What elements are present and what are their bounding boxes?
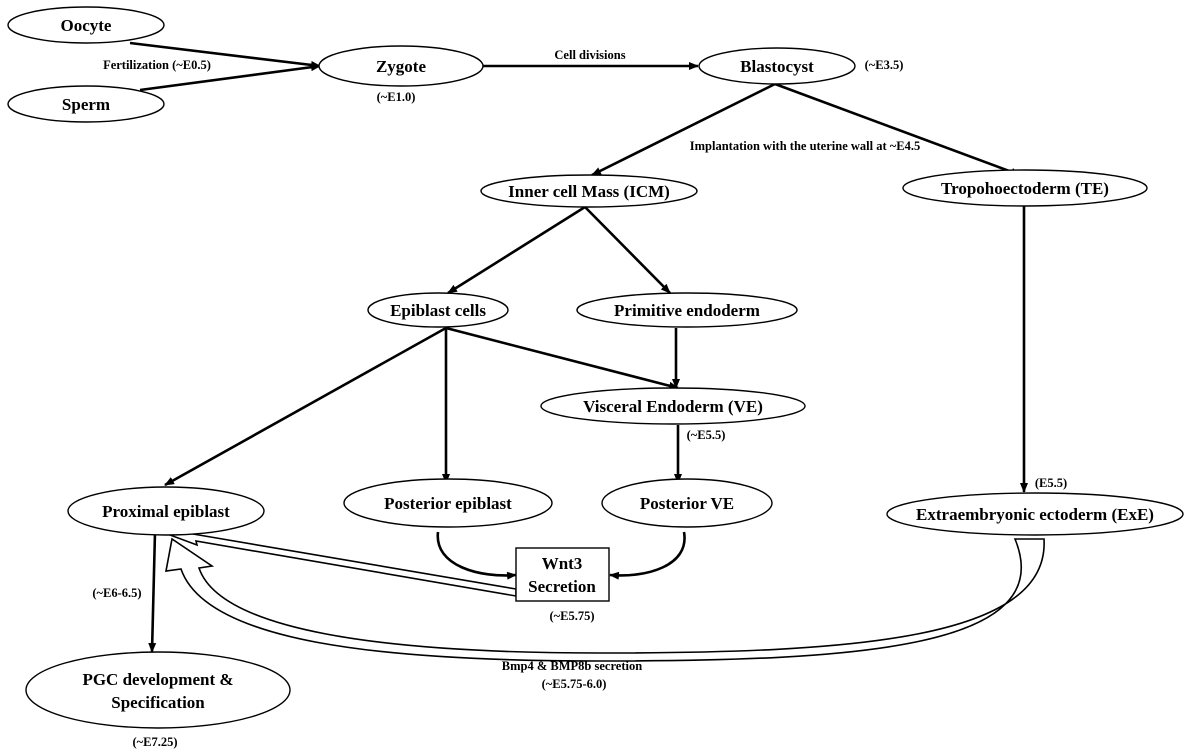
node-exe: Extraembryonic ectoderm (ExE) bbox=[886, 492, 1184, 536]
stage-zygote: (~E1.0) bbox=[377, 90, 416, 104]
edge-posterior-epiblast-wnt3 bbox=[436, 531, 517, 580]
stage-bmp-secretion: (~E5.75-6.0) bbox=[542, 677, 607, 691]
stage-pgc: (~E7.25) bbox=[132, 735, 177, 749]
node-pgc-label-line2: Specification bbox=[111, 693, 205, 712]
node-epiblast-label: Epiblast cells bbox=[390, 301, 486, 320]
stage-labels: (~E1.0) (~E3.5) (~E5.5) (E5.5) (~E6-6.5)… bbox=[92, 58, 1067, 749]
label-implantation: Implantation with the uterine wall at ~E… bbox=[690, 139, 920, 153]
node-sperm-label: Sperm bbox=[62, 95, 110, 114]
edge-blastocyst-icm bbox=[591, 82, 776, 177]
node-wnt3-label-line2: Secretion bbox=[528, 577, 596, 596]
node-visceral-endoderm: Visceral Endoderm (VE) bbox=[540, 387, 806, 425]
node-primitive-endoderm-label: Primitive endoderm bbox=[614, 301, 760, 320]
node-oocyte: Oocyte bbox=[7, 6, 165, 44]
node-epiblast: Epiblast cells bbox=[367, 292, 509, 328]
node-visceral-endoderm-label: Visceral Endoderm (VE) bbox=[583, 397, 763, 416]
edge-posterior-ve-wnt3 bbox=[609, 531, 686, 580]
node-te-label: Tropohoectoderm (TE) bbox=[941, 179, 1109, 198]
edge-epiblast-proximal-epiblast bbox=[164, 326, 447, 487]
node-proximal-epiblast-label: Proximal epiblast bbox=[102, 502, 230, 521]
node-sperm: Sperm bbox=[7, 85, 165, 123]
node-proximal-epiblast: Proximal epiblast bbox=[67, 486, 265, 536]
stage-exe: (E5.5) bbox=[1035, 476, 1067, 490]
node-blastocyst: Blastocyst bbox=[698, 47, 856, 85]
edge-icm-primitive-endoderm bbox=[584, 206, 671, 294]
label-cell-divisions: Cell divisions bbox=[554, 48, 625, 62]
node-exe-label: Extraembryonic ectoderm (ExE) bbox=[916, 505, 1154, 524]
node-primitive-endoderm: Primitive endoderm bbox=[576, 292, 798, 328]
edge-icm-epiblast bbox=[447, 205, 586, 295]
edge-blastocyst-te bbox=[774, 82, 1021, 177]
edge-sperm-zygote bbox=[139, 63, 321, 92]
node-te: Tropohoectoderm (TE) bbox=[902, 169, 1148, 207]
stage-blastocyst: (~E3.5) bbox=[865, 58, 904, 72]
node-blastocyst-label: Blastocyst bbox=[740, 57, 814, 76]
edge-labels: Fertilization (~E0.5) Cell divisions Imp… bbox=[103, 48, 920, 673]
edge-proximal-epiblast-pgc bbox=[148, 531, 157, 653]
node-posterior-ve: Posterior VE bbox=[601, 478, 773, 528]
label-fertilization: Fertilization (~E0.5) bbox=[103, 58, 211, 72]
node-wnt3-label-line1: Wnt3 bbox=[542, 554, 583, 573]
node-pgc-label-line1: PGC development & bbox=[82, 670, 233, 689]
edge-epiblast-ve bbox=[445, 326, 679, 390]
node-zygote: Zygote bbox=[318, 45, 484, 87]
stage-wnt3: (~E5.75) bbox=[549, 609, 594, 623]
nodes: Oocyte Sperm Zygote Blastocyst Inner cel… bbox=[7, 6, 1184, 729]
edge-oocyte-zygote bbox=[129, 41, 321, 69]
stage-pgc-arrow: (~E6-6.5) bbox=[92, 586, 141, 600]
node-icm: Inner cell Mass (ICM) bbox=[480, 174, 698, 208]
node-pgc: PGC development & Specification bbox=[25, 651, 291, 729]
node-icm-label: Inner cell Mass (ICM) bbox=[508, 182, 670, 201]
node-posterior-epiblast: Posterior epiblast bbox=[343, 478, 553, 528]
node-zygote-label: Zygote bbox=[376, 57, 427, 76]
stage-visceral-endoderm: (~E5.5) bbox=[687, 428, 726, 442]
node-wnt3: Wnt3 Secretion bbox=[515, 547, 610, 602]
label-bmp-secretion: Bmp4 & BMP8b secretion bbox=[502, 659, 642, 673]
node-oocyte-label: Oocyte bbox=[61, 16, 112, 35]
node-posterior-ve-label: Posterior VE bbox=[640, 494, 734, 513]
edge-wnt3-proximal-epiblast bbox=[167, 529, 517, 597]
edge-exe-proximal-epiblast bbox=[165, 537, 1045, 662]
node-posterior-epiblast-label: Posterior epiblast bbox=[384, 494, 512, 513]
